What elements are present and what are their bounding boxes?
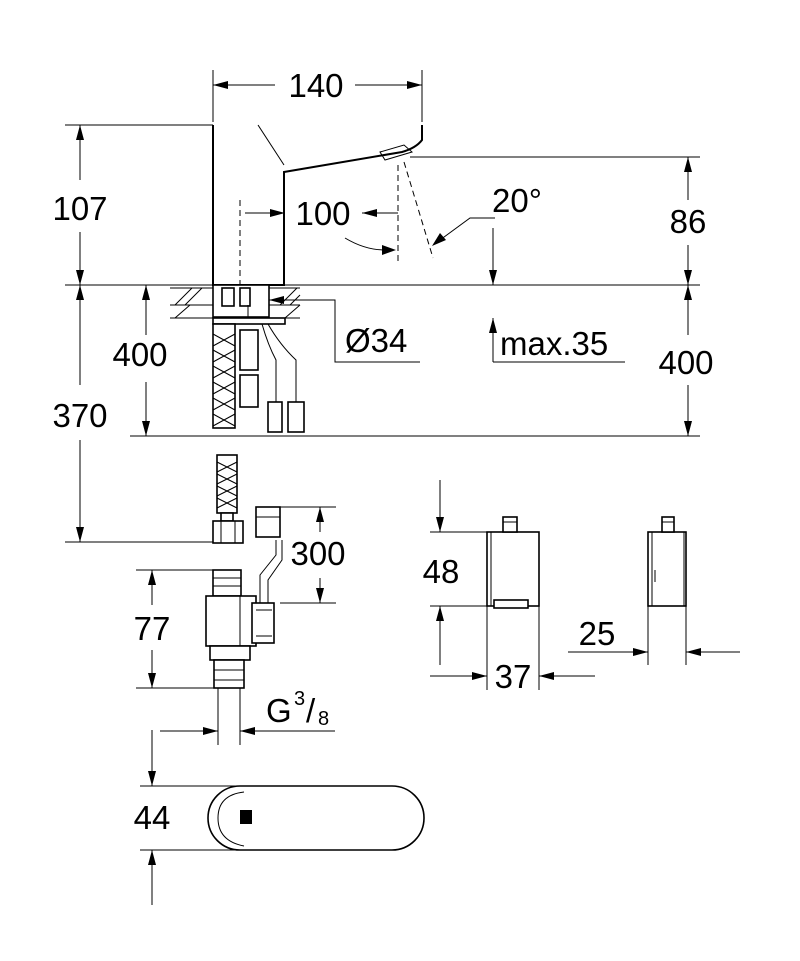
dim-400-left: 400	[112, 285, 168, 436]
supply-hoses	[212, 323, 305, 433]
battery-box-side	[647, 516, 687, 607]
dim-77-label: 77	[134, 610, 171, 647]
dim-thread-slash: /	[306, 692, 316, 729]
dim-thread-num: 3	[294, 688, 305, 710]
countertop-section	[170, 284, 301, 325]
dim-400-left-label: 400	[112, 336, 167, 373]
dim-370-label: 370	[52, 397, 107, 434]
dim-300-label: 300	[290, 535, 345, 572]
dim-max35: max.35	[489, 318, 625, 363]
sensor-cover	[207, 785, 425, 851]
dim-44-label: 44	[134, 799, 171, 836]
arrow-86-ref	[489, 228, 497, 285]
dim-44: 44	[134, 730, 250, 905]
dim-25-label: 25	[579, 615, 616, 652]
angle-20-label: 20°	[492, 182, 542, 219]
dim-48: 48	[423, 480, 487, 665]
dim-max35-label: max.35	[500, 325, 608, 362]
dim-370: 370	[52, 285, 108, 542]
extension-lines	[65, 70, 700, 543]
angle-20: 20°	[344, 182, 542, 255]
dim-400-right-label: 400	[658, 344, 713, 381]
dim-140-label: 140	[288, 67, 343, 104]
dim-86: 86	[670, 157, 707, 285]
battery-box-front	[486, 516, 540, 609]
dim-140: 140	[213, 67, 422, 104]
sensor-logo	[240, 810, 252, 824]
dim-thread-den: 8	[318, 708, 329, 730]
dim-300: 300	[280, 506, 346, 604]
dim-25: 25	[568, 606, 740, 665]
dim-thread-g: G	[266, 692, 292, 729]
dim-diameter: Ø34	[269, 296, 420, 363]
dim-100-label: 100	[295, 195, 350, 232]
dim-107: 107	[52, 125, 108, 285]
dim-48-label: 48	[423, 553, 460, 590]
dim-37: 37	[430, 606, 595, 695]
dim-thread: G 3 / 8	[160, 688, 335, 745]
dim-107-label: 107	[52, 190, 107, 227]
dim-77: 77	[134, 569, 214, 689]
dim-100: 100	[245, 195, 398, 232]
spray-lines	[397, 161, 434, 265]
dim-400-right: 400	[658, 285, 714, 436]
dim-diameter-label: Ø34	[345, 322, 407, 359]
dim-37-label: 37	[495, 658, 532, 695]
hose-lower	[212, 454, 244, 544]
solenoid-valve	[205, 506, 283, 689]
dim-86-label: 86	[670, 203, 707, 240]
faucet-body	[212, 124, 423, 286]
